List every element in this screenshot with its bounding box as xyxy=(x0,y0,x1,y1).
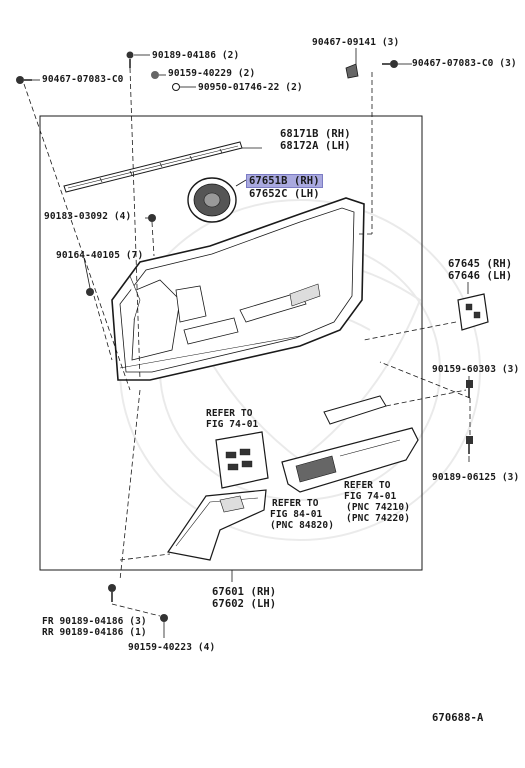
clip-icon xyxy=(345,63,359,79)
clip-icon xyxy=(148,214,156,222)
diagram-id: 670688-A xyxy=(432,712,484,724)
part-label-90183-03092: 90183-03092 (4) xyxy=(44,211,132,222)
weatherstrip-part xyxy=(63,141,243,193)
refer-pnc: (PNC 74210) xyxy=(346,502,411,513)
lower-trim-board xyxy=(166,489,267,561)
part-label-90467-09141: 90467-09141 (3) xyxy=(312,37,400,48)
part-label-68171b-group: 68171B (RH) 68172A (LH) xyxy=(280,128,351,152)
refer-fig-number: FIG 74-01 xyxy=(344,491,397,502)
part-label-67651b-group: 67651B (RH) 67652C (LH) xyxy=(246,174,323,200)
speaker-grille-icon xyxy=(187,177,237,223)
armrest-bracket-part xyxy=(323,395,387,425)
bolt-icon xyxy=(466,436,473,454)
refer-label: REFER TO xyxy=(206,408,253,419)
part-label-67645-group: 67645 (RH) 67646 (LH) xyxy=(448,258,512,282)
part-label-90159-60303: 90159-60303 (3) xyxy=(432,364,520,375)
part-label-90467-07083-right: 90467-07083-C0 (3) xyxy=(412,58,517,69)
part-label-67646: 67646 (LH) xyxy=(448,270,513,282)
part-label-68171b: 68171B (RH) xyxy=(280,128,351,140)
part-label-90467-07083-left: 90467-07083-C0 xyxy=(42,74,124,85)
refer-label: REFER TO xyxy=(272,498,319,509)
switch-bezel-part xyxy=(215,431,269,489)
assembly-frame xyxy=(39,115,423,571)
refer-pnc: (PNC 74220) xyxy=(346,513,411,524)
refer-fig-number: FIG 74-01 xyxy=(206,419,259,430)
screw-icon xyxy=(160,614,168,622)
hinge-bracket-part xyxy=(457,293,489,331)
part-label-67602: 67602 (LH) xyxy=(212,598,277,610)
screw-icon xyxy=(382,60,398,68)
part-label-90159-40223: 90159-40223 (4) xyxy=(128,642,216,653)
dashed-leader-lines xyxy=(23,67,471,617)
armrest-part xyxy=(281,427,419,493)
part-label-fr-90189-04186: FR 90189-04186 (3) xyxy=(42,616,147,627)
refer-fig-74-01-armrest: REFER TO FIG 74-01 (PNC 74210) (PNC 7422… xyxy=(344,480,410,524)
refer-fig-74-01-switch: REFER TO FIG 74-01 xyxy=(206,408,258,430)
refer-pnc: (PNC 84820) xyxy=(270,520,335,531)
part-label-90189-06125: 90189-06125 (3) xyxy=(432,472,520,483)
part-label-90189-04186-top: 90189-04186 (2) xyxy=(152,50,240,61)
part-label-67651b-highlighted[interactable]: 67651B (RH) xyxy=(246,174,323,188)
part-label-90164-40105: 90164-40105 (7) xyxy=(56,250,144,261)
part-label-90159-40229: 90159-40229 (2) xyxy=(168,68,256,79)
refer-fig-84-01: REFER TO FIG 84-01 (PNC 84820) xyxy=(270,498,334,531)
clip-icon xyxy=(108,584,116,602)
door-trim-panel xyxy=(111,197,365,381)
bolt-icon xyxy=(466,380,473,398)
clip-icon xyxy=(151,71,159,79)
part-label-67601: 67601 (RH) xyxy=(212,586,277,598)
refer-fig-number: FIG 84-01 xyxy=(270,509,323,520)
part-label-68172a: 68172A (LH) xyxy=(280,140,351,152)
leader-lines xyxy=(32,48,470,638)
screw-icon xyxy=(126,51,134,68)
refer-label: REFER TO xyxy=(344,480,391,491)
part-label-67652c: 67652C (LH) xyxy=(249,188,320,200)
part-label-rr-90189-04186: RR 90189-04186 (1) xyxy=(42,627,147,638)
fr-rr-fastener-group: FR 90189-04186 (3) RR 90189-04186 (1) xyxy=(42,616,147,638)
clip-icon xyxy=(86,288,94,296)
screw-icon xyxy=(16,76,32,84)
part-label-67601-group: 67601 (RH) 67602 (LH) xyxy=(212,586,276,610)
part-label-67645: 67645 (RH) xyxy=(448,258,513,270)
part-label-90950-01746-22: 90950-01746-22 (2) xyxy=(198,82,303,93)
clip-icon xyxy=(172,83,180,91)
